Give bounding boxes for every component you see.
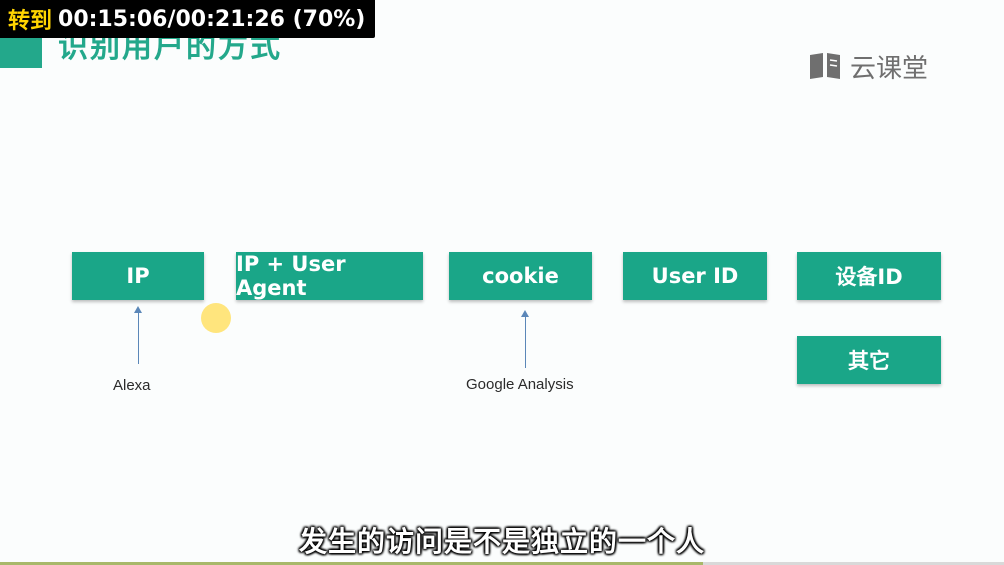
method-box-other: 其它: [797, 336, 941, 384]
book-icon: [810, 53, 840, 79]
course-logo: 云课堂: [808, 48, 928, 84]
method-box-ip: IP: [72, 252, 204, 300]
method-box-user-id: User ID: [623, 252, 767, 300]
method-box-ip-user-agent: IP + User Agent: [236, 252, 423, 300]
method-box-device-id: 设备ID: [797, 252, 941, 300]
logo-text: 云课堂: [850, 53, 929, 84]
arrow-up-icon: [521, 310, 529, 368]
progress-bar[interactable]: [0, 562, 1004, 565]
seek-overlay: 转到 00:15:06/00:21:26 (70%): [0, 0, 376, 38]
seek-time: 00:15:06/00:21:26 (70%): [58, 6, 366, 32]
method-box-cookie: cookie: [449, 252, 592, 300]
seek-label: 转到: [8, 9, 53, 34]
pointer-highlight: [201, 303, 231, 333]
caption-google-analysis: Google Analysis: [466, 376, 574, 393]
progress-fill: [0, 562, 703, 565]
arrow-up-icon: [134, 306, 142, 364]
caption-alexa: Alexa: [113, 377, 151, 394]
subtitle-text: 发生的访问是不是独立的一个人: [298, 525, 705, 558]
